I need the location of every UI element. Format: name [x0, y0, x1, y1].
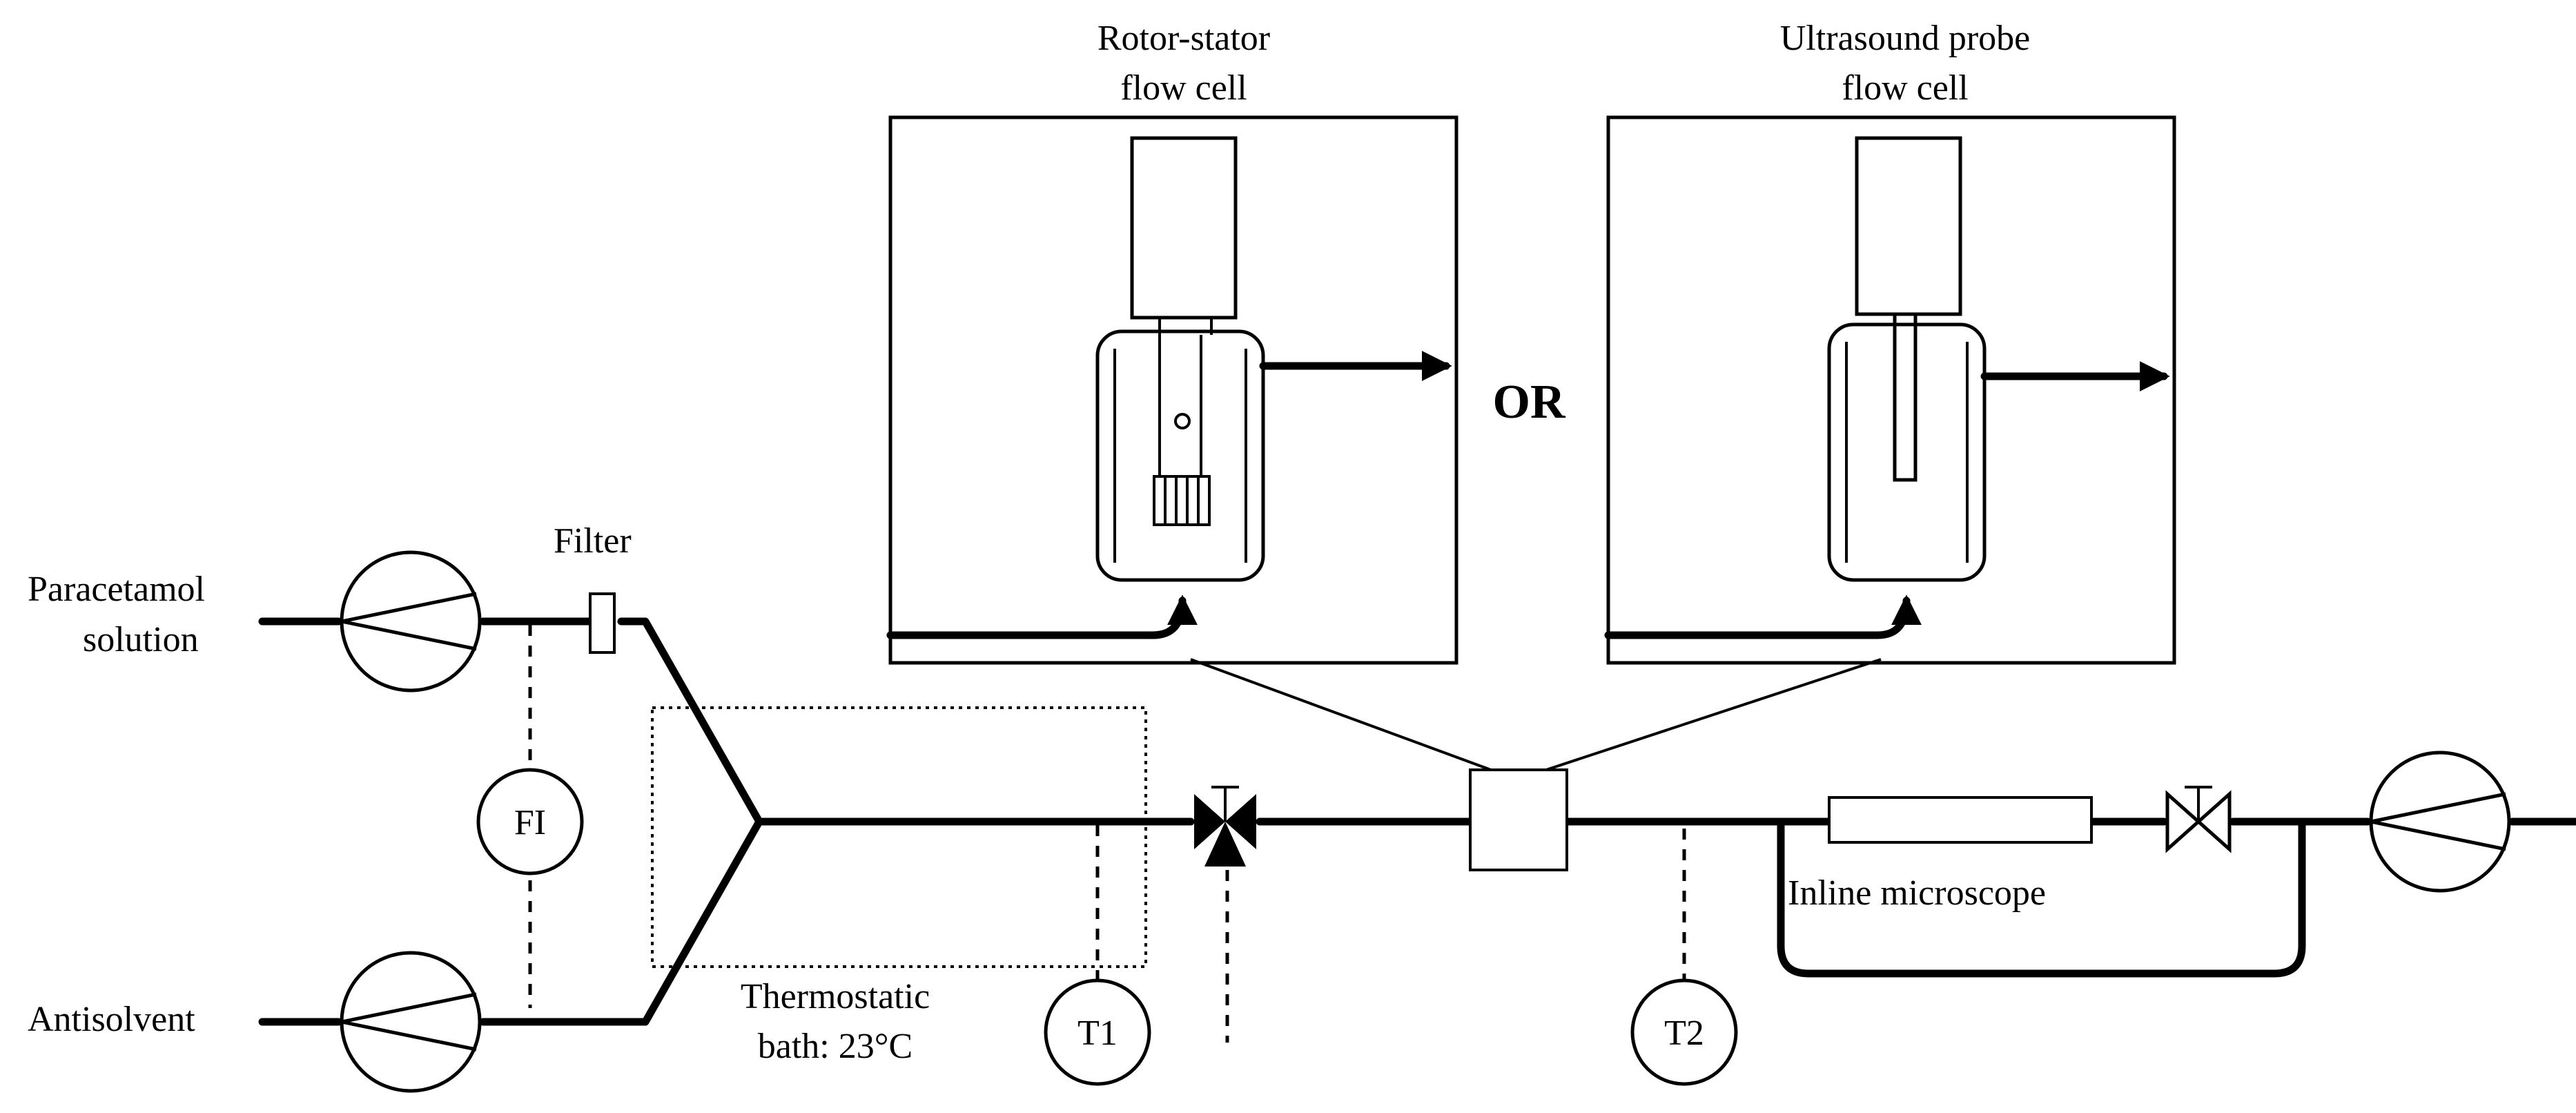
- antisolvent-label: Antisolvent: [28, 1000, 195, 1039]
- inset-connector-lines: [1190, 658, 1882, 771]
- or-label: OR: [1493, 376, 1566, 429]
- ultra-title-2: flow cell: [1842, 68, 1968, 108]
- pump-paracetamol: [340, 550, 482, 693]
- valve-icon-bypass: [2165, 786, 2232, 853]
- pump-antisolvent: [340, 951, 482, 1093]
- t2-sensor: [1630, 978, 1738, 1086]
- rotor-title-2: flow cell: [1120, 68, 1247, 108]
- fi-label: FI: [514, 803, 546, 842]
- ultra-title-1: Ultrasound probe: [1780, 19, 2030, 58]
- thermostatic-bath-boundary: [651, 706, 1147, 968]
- filter-label: Filter: [554, 521, 632, 561]
- microscope-label: Inline microscope: [1788, 873, 2046, 913]
- rotor-title-1: Rotor-stator: [1097, 19, 1270, 58]
- t2-label: T2: [1664, 1014, 1704, 1053]
- rotor-stator-inset: [886, 115, 1458, 665]
- t1-sensor: [1044, 978, 1151, 1086]
- main-pipes: [258, 617, 2576, 1026]
- flow-cell-icon: [1469, 768, 1568, 871]
- paracetamol-label-2: solution: [83, 620, 199, 659]
- microscope-icon: [1828, 796, 2093, 844]
- flow-indicator: [476, 768, 584, 875]
- ultrasound-inset: [1604, 115, 2176, 665]
- paracetamol-label-1: Paracetamol: [28, 570, 205, 609]
- bath-label-1: Thermostatic: [741, 977, 930, 1016]
- valve-icon: [1194, 786, 1256, 1043]
- bath-label-2: bath: 23°C: [758, 1027, 913, 1066]
- filter-icon: [589, 592, 616, 654]
- t1-label: T1: [1077, 1014, 1118, 1053]
- pump-outlet: [2369, 751, 2511, 893]
